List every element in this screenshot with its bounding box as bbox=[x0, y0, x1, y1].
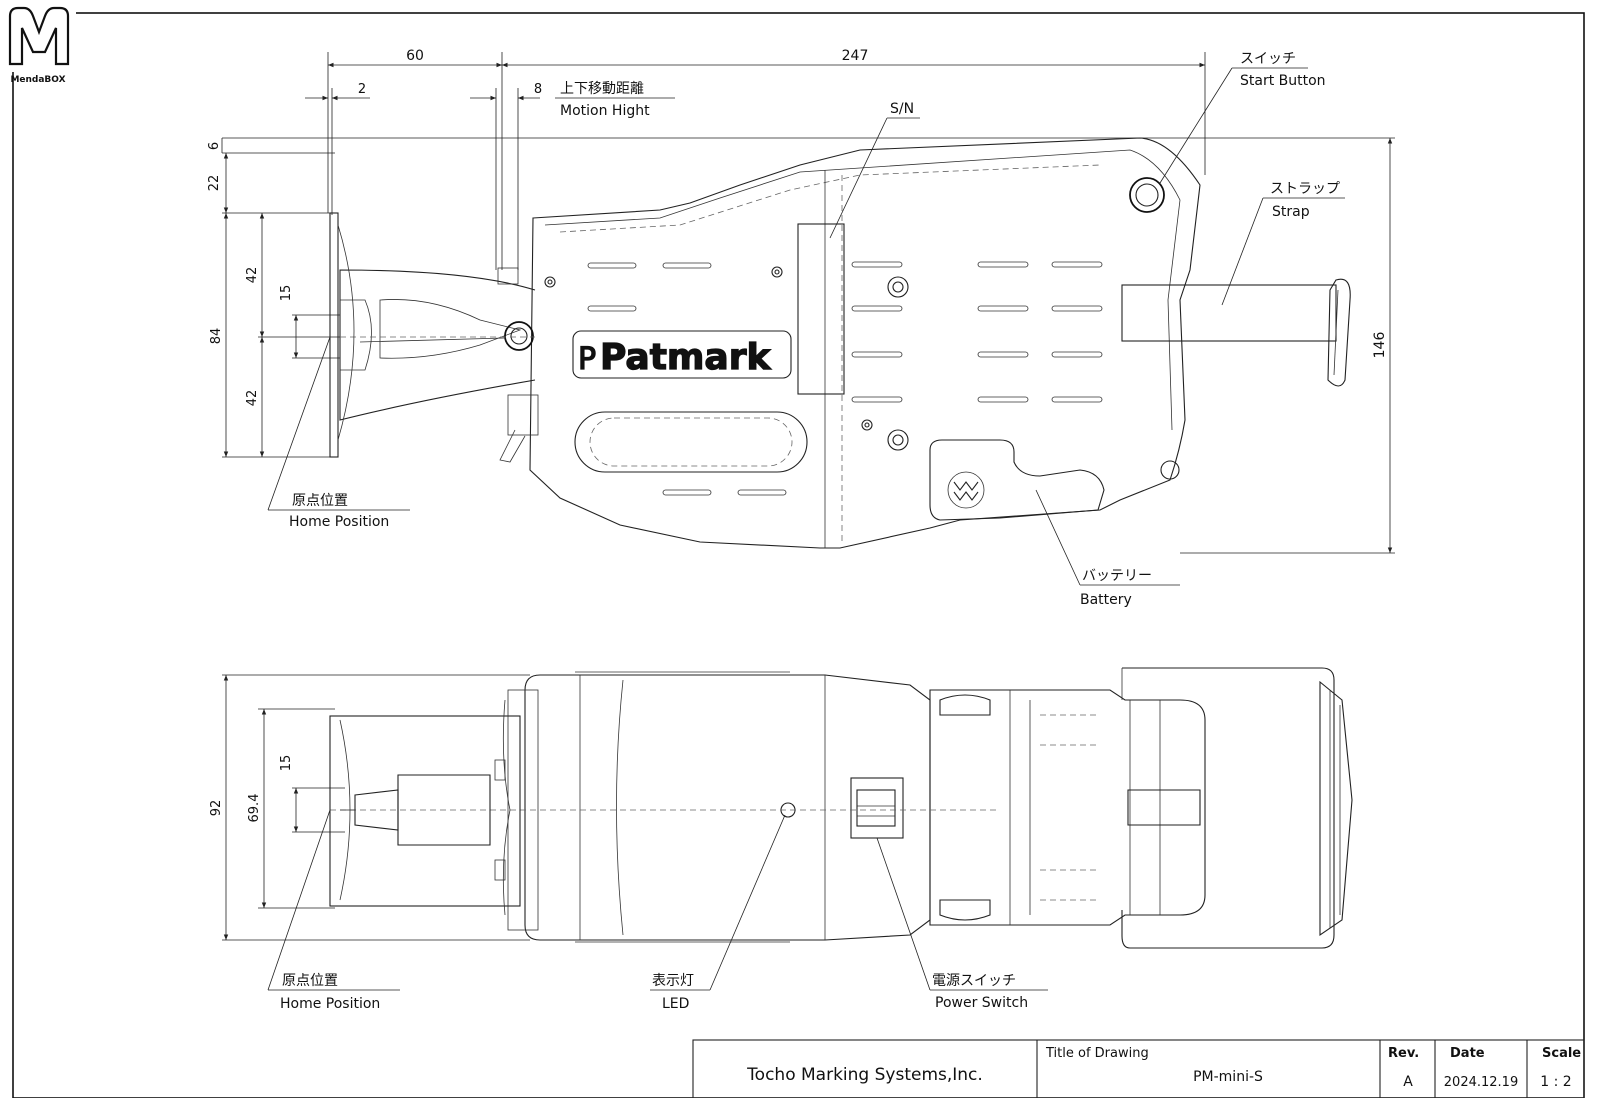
start-button-shape bbox=[1129, 177, 1165, 213]
side-view bbox=[329, 667, 1353, 949]
marker-pin-head bbox=[504, 321, 534, 351]
logo-text: MendaBOX bbox=[10, 75, 65, 85]
dim-6: 6 bbox=[207, 142, 222, 150]
battery-label-en: Battery bbox=[1080, 592, 1132, 608]
battery-shape bbox=[929, 439, 1105, 521]
home-position-side-jp: 原点位置 bbox=[282, 973, 338, 989]
dim-69-4: 69.4 bbox=[247, 794, 262, 823]
dim-15-side: 15 bbox=[279, 755, 294, 772]
top-dimensions: 60 247 2 8 上下移動距離 Motion Hight 6 22 84 4… bbox=[207, 48, 1395, 554]
home-position-top-jp: 原点位置 bbox=[292, 493, 348, 509]
brand-plate bbox=[572, 330, 792, 379]
strap-label-jp: ストラップ bbox=[1270, 181, 1340, 197]
strap-clip bbox=[1327, 278, 1351, 387]
side-body-outline bbox=[524, 674, 931, 941]
dim-8: 8 bbox=[534, 82, 542, 97]
vent-slots bbox=[587, 261, 1103, 496]
head-arm bbox=[339, 269, 536, 421]
power-switch-label-en: Power Switch bbox=[935, 995, 1028, 1011]
top-view: Patmark P bbox=[329, 137, 1351, 549]
led-label-en: LED bbox=[662, 996, 689, 1012]
title-of-drawing-value: PM-mini-S bbox=[1193, 1069, 1263, 1085]
window-slot bbox=[574, 411, 808, 473]
strap-label-en: Strap bbox=[1272, 204, 1310, 220]
title-block: Tocho Marking Systems,Inc. Title of Draw… bbox=[692, 1039, 1585, 1098]
rev-value: A bbox=[1403, 1074, 1413, 1090]
dim-146: 146 bbox=[1372, 332, 1388, 359]
dim-42-lower: 42 bbox=[245, 390, 260, 407]
side-callouts: 原点位置 Home Position 表示灯 LED 電源スイッチ Power … bbox=[267, 809, 1048, 1012]
dim-247: 247 bbox=[842, 48, 869, 64]
start-button-label-jp: スイッチ bbox=[1240, 51, 1296, 67]
dim-84: 84 bbox=[209, 328, 224, 345]
target-plate bbox=[329, 212, 339, 458]
side-head-frame bbox=[329, 715, 521, 907]
start-button-label-en: Start Button bbox=[1240, 73, 1326, 89]
date-value: 2024.12.19 bbox=[1444, 1075, 1518, 1090]
top-callouts: S/N スイッチ Start Button ストラップ Strap バッテリー … bbox=[267, 51, 1345, 608]
dim-42-upper: 42 bbox=[245, 267, 260, 284]
battery-logo-icon bbox=[947, 471, 985, 509]
led-label-jp: 表示灯 bbox=[652, 973, 694, 989]
svg-text:P: P bbox=[578, 342, 596, 377]
battery-label-jp: バッテリー bbox=[1082, 568, 1152, 584]
dim-22: 22 bbox=[207, 175, 222, 192]
drawing-frame bbox=[12, 12, 1585, 1098]
home-position-side-en: Home Position bbox=[280, 996, 380, 1012]
home-position-top-en: Home Position bbox=[289, 514, 389, 530]
dim-92: 92 bbox=[209, 800, 224, 817]
screws bbox=[544, 266, 1180, 480]
date-label: Date bbox=[1450, 1046, 1485, 1061]
dim-60: 60 bbox=[406, 48, 424, 64]
strap-shape bbox=[1121, 284, 1337, 342]
dim-15-top: 15 bbox=[279, 285, 294, 302]
side-strap-loop bbox=[1121, 667, 1335, 949]
sn-label: S/N bbox=[890, 101, 914, 117]
company-name: Tocho Marking Systems,Inc. bbox=[746, 1065, 983, 1085]
motion-label-en: Motion Hight bbox=[560, 103, 650, 119]
mendabox-logo: MendaBOX bbox=[0, 0, 76, 85]
motion-label-jp: 上下移動距離 bbox=[560, 80, 644, 97]
serial-plate bbox=[797, 223, 845, 395]
dim-2: 2 bbox=[358, 82, 366, 97]
side-rear-section bbox=[929, 689, 1206, 926]
rev-label: Rev. bbox=[1388, 1046, 1419, 1061]
brand-logo-text: Patmark bbox=[600, 337, 771, 378]
scale-value: 1 : 2 bbox=[1540, 1074, 1571, 1090]
side-dimensions: 92 69.4 15 bbox=[209, 674, 530, 941]
title-of-drawing-label: Title of Drawing bbox=[1045, 1046, 1149, 1061]
power-switch-label-jp: 電源スイッチ bbox=[932, 973, 1016, 989]
scale-label: Scale bbox=[1542, 1046, 1581, 1061]
